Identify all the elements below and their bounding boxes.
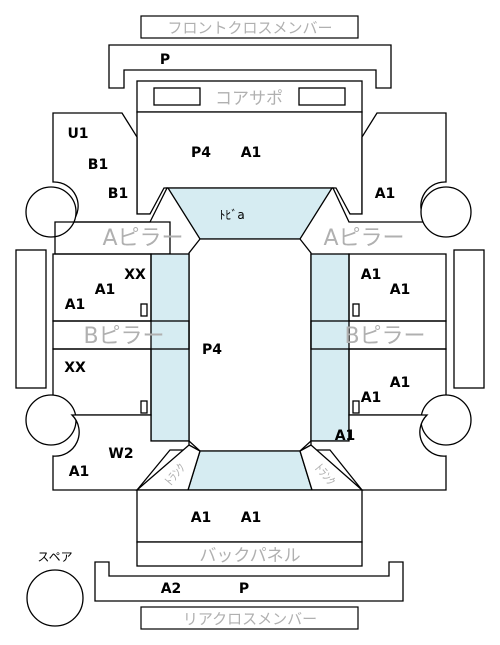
back-panel-label: バックパネル: [199, 546, 300, 566]
left-front-fender[interactable]: [52, 112, 169, 223]
core-support-label: コアサポ: [215, 89, 283, 109]
rr-door-code-a1-b: A1: [361, 390, 382, 406]
right-rear-wheel[interactable]: [420, 394, 472, 446]
lf-door-code-a1-a: A1: [95, 282, 116, 298]
rear-bumper[interactable]: [94, 561, 404, 602]
rr-quarter-code-a1: A1: [335, 428, 356, 444]
roof-code-p4: P4: [202, 342, 222, 358]
trunk-lid[interactable]: [136, 489, 363, 543]
lf-door-code-xx: XX: [124, 267, 146, 283]
rear-cross-member-box[interactable]: [140, 606, 359, 630]
lf-fender-code-b1-b: B1: [108, 186, 128, 202]
lr-door-code-xx: XX: [64, 360, 86, 376]
rr-door-code-a1-a: A1: [390, 375, 411, 391]
rf-door-code-a1-b: A1: [390, 282, 411, 298]
rf-door-code-a1-a: A1: [361, 267, 382, 283]
left-front-wheel[interactable]: [25, 186, 77, 238]
spare-label: スペア: [37, 550, 72, 564]
rf-door-handle[interactable]: [352, 303, 360, 317]
windshield[interactable]: [166, 187, 334, 240]
lr-door-handle[interactable]: [140, 400, 148, 414]
left-rear-wheel[interactable]: [25, 394, 77, 446]
trunk-code-a1-b: A1: [241, 510, 262, 526]
b-pillar-right-label: Bピラー: [344, 324, 425, 349]
rr-door-handle[interactable]: [352, 400, 360, 414]
front-cross-member-label: フロントクロスメンバー: [167, 19, 332, 37]
right-rocker-panel[interactable]: [453, 249, 485, 389]
hood-code-a1: A1: [241, 145, 262, 161]
windshield-label: ﾄﾋﾞa: [219, 208, 244, 222]
b-pillar-left-label: Bピラー: [83, 324, 164, 349]
lr-quarter-code-a1: A1: [69, 464, 90, 480]
lf-fender-code-b1-a: B1: [88, 157, 108, 173]
left-rocker-panel[interactable]: [15, 249, 47, 389]
a-pillar-right-label: Aピラー: [323, 226, 404, 251]
rear-bumper-code-p: P: [239, 581, 249, 597]
hood-code-p4: P4: [191, 145, 211, 161]
lf-fender-code-u1: U1: [67, 126, 88, 142]
spare-tire[interactable]: [26, 569, 84, 627]
headlight-right[interactable]: [298, 87, 346, 106]
back-panel-box[interactable]: [136, 541, 363, 567]
front-bumper[interactable]: [108, 44, 392, 89]
rear-window[interactable]: [187, 450, 313, 491]
lf-door-code-a1-b: A1: [65, 297, 86, 313]
a-pillar-left-label: Aピラー: [102, 226, 183, 251]
rear-bumper-code-a2: A2: [161, 581, 182, 597]
front-bumper-code: P: [160, 52, 170, 68]
lf-door-handle[interactable]: [140, 303, 148, 317]
rf-fender-code-a1: A1: [375, 186, 396, 202]
trunk-code-a1-a: A1: [191, 510, 212, 526]
lr-quarter-code-w2: W2: [108, 446, 133, 462]
rear-cross-member-label: リアクロスメンバー: [183, 610, 317, 628]
headlight-left[interactable]: [153, 87, 201, 106]
front-cross-member-box[interactable]: [140, 15, 359, 39]
right-front-wheel[interactable]: [420, 186, 472, 238]
right-front-fender[interactable]: [331, 112, 447, 223]
